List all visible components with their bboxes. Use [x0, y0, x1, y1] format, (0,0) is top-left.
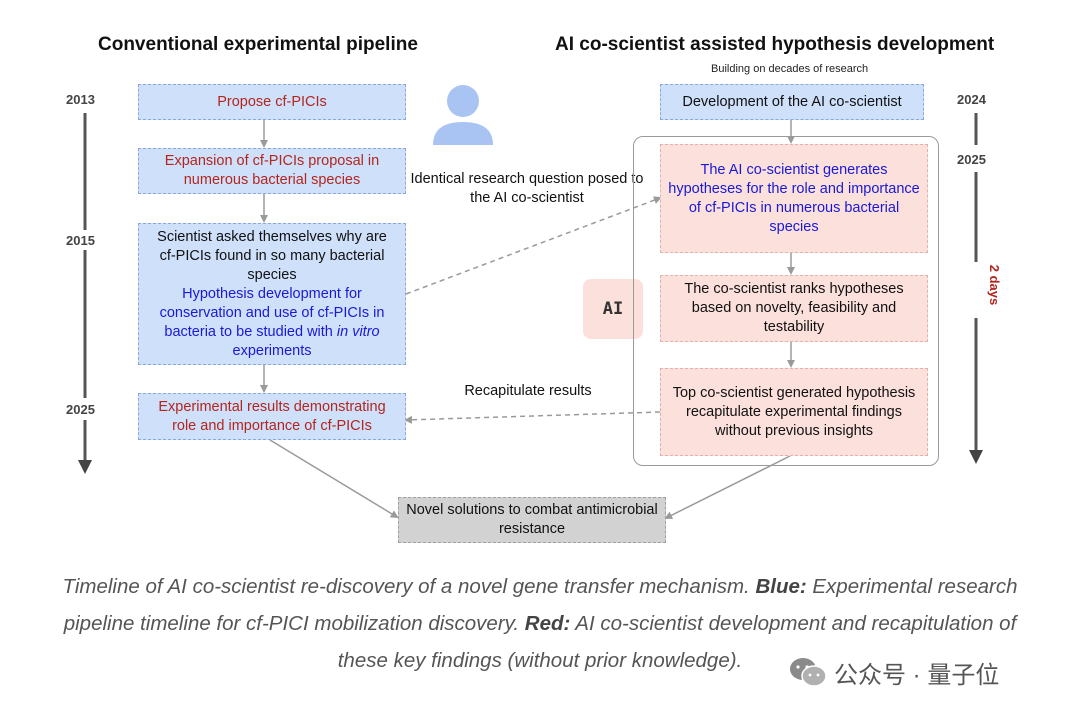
top-hypothesis-text: Top co-scientist generated hypothesis re… [672, 384, 916, 439]
generates-text: The AI co-scientist generates hypotheses… [668, 161, 920, 235]
year-label: 2015 [66, 233, 95, 248]
results-text: Experimental results demonstrating role … [158, 398, 386, 434]
recap-label: Recapitulate results [464, 383, 592, 399]
watermark-text: 公众号 · 量子位 [834, 661, 1000, 689]
hypothesis-box: Scientist asked themselves why are cf-PI… [138, 223, 406, 365]
novel-solutions-text: Novel solutions to combat antimicrobial … [406, 502, 658, 537]
development-box: Development of the AI co-scientist [660, 84, 924, 120]
ranks-box: The co-scientist ranks hypotheses based … [660, 275, 928, 342]
right-pipeline-heading: AI co-scientist assisted hypothesis deve… [555, 34, 995, 55]
left-pipeline-heading: Conventional experimental pipeline [98, 34, 418, 55]
question-label: Identical research question posed to the… [410, 171, 644, 206]
right-pipeline-subheading: Building on decades of research [711, 63, 869, 75]
top-hypothesis-box: Top co-scientist generated hypothesis re… [660, 368, 928, 456]
expansion-box: Expansion of cf-PICIs proposal in numero… [138, 148, 406, 194]
hypothesis-text: Hypothesis development for conservation … [159, 285, 385, 359]
propose-text: Propose cf-PICIs [217, 93, 327, 110]
expansion-text: Expansion of cf-PICIs proposal in numero… [164, 153, 380, 188]
recap-arrow [404, 411, 661, 424]
question-arrow [405, 196, 662, 295]
generates-box: The AI co-scientist generates hypotheses… [660, 144, 928, 253]
ranks-text: The co-scientist ranks hypotheses based … [684, 281, 904, 335]
figure-caption: Timeline of AI co-scientist re-discovery… [62, 575, 1018, 672]
results-box: Experimental results demonstrating role … [138, 393, 406, 440]
year-label: 2025 [957, 152, 986, 167]
year-label: 2013 [66, 92, 95, 107]
person-icon [433, 85, 493, 145]
year-label: 2024 [957, 92, 986, 107]
ai-co-scientist-frame [633, 136, 939, 466]
duration-label: 2 days [987, 264, 1002, 306]
development-text: Development of the AI co-scientist [682, 93, 902, 110]
novel-solutions-box: Novel solutions to combat antimicrobial … [398, 497, 666, 543]
wechat-icon [790, 658, 827, 687]
watermark: 公众号 · 量子位 [788, 652, 999, 692]
scientist-question-text: Scientist asked themselves why are cf-PI… [157, 228, 387, 283]
propose-box: Propose cf-PICIs [138, 84, 406, 120]
year-label: 2025 [66, 402, 95, 417]
